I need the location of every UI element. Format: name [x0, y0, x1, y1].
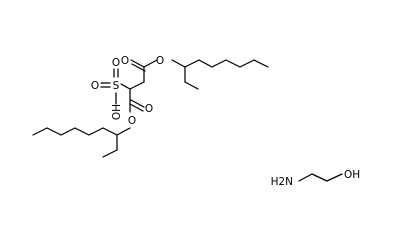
bond [171, 59, 186, 68]
bond [88, 127, 104, 136]
bond [311, 173, 328, 182]
structure-canvas: O O S O O OH O O H2N OH [32, 55, 361, 188]
bond [198, 59, 213, 68]
atom-label-o-ester-bottom: O [128, 115, 136, 127]
bond [116, 127, 131, 136]
molecule-sulfosuccinate-labels: O O S O O OH O O [91, 55, 164, 127]
bond [46, 127, 62, 136]
molecule-sulfosuccinate-bonds [32, 59, 269, 158]
atom-label-amine: H2N [271, 176, 293, 188]
molecule-ethanolamine-labels: H2N OH [271, 169, 361, 188]
bond [60, 127, 76, 136]
molecule-ethanolamine-bonds [298, 173, 343, 182]
atom-label-o-sulfonyl-left: O [91, 80, 99, 92]
atom-label-o-sulfonyl-top: O [112, 57, 120, 69]
bond [32, 127, 48, 136]
bond [253, 59, 269, 68]
atom-label-o-carbonyl-bottom: O [145, 103, 153, 115]
bond [143, 59, 158, 68]
atom-label-sulfur: S [113, 80, 120, 92]
bond [120, 83, 131, 90]
bond [225, 59, 241, 68]
bond [184, 81, 199, 90]
bond [74, 127, 90, 136]
atom-label-hydroxyl: OH [344, 169, 360, 181]
bond [102, 127, 118, 136]
bond [102, 149, 118, 158]
bond [298, 173, 313, 182]
bond [131, 63, 146, 72]
bond [184, 59, 200, 68]
bond [129, 103, 144, 112]
bond [130, 59, 145, 68]
atom-label-o-carbonyl-top: O [121, 55, 129, 67]
atom-label-o-ester-top: O [156, 55, 164, 67]
bond [211, 59, 227, 68]
bond [239, 59, 255, 68]
bond [326, 173, 343, 182]
atom-label-hydroxyl-sulfonic: OH [111, 104, 123, 120]
bond [129, 81, 145, 90]
bond [130, 99, 145, 108]
